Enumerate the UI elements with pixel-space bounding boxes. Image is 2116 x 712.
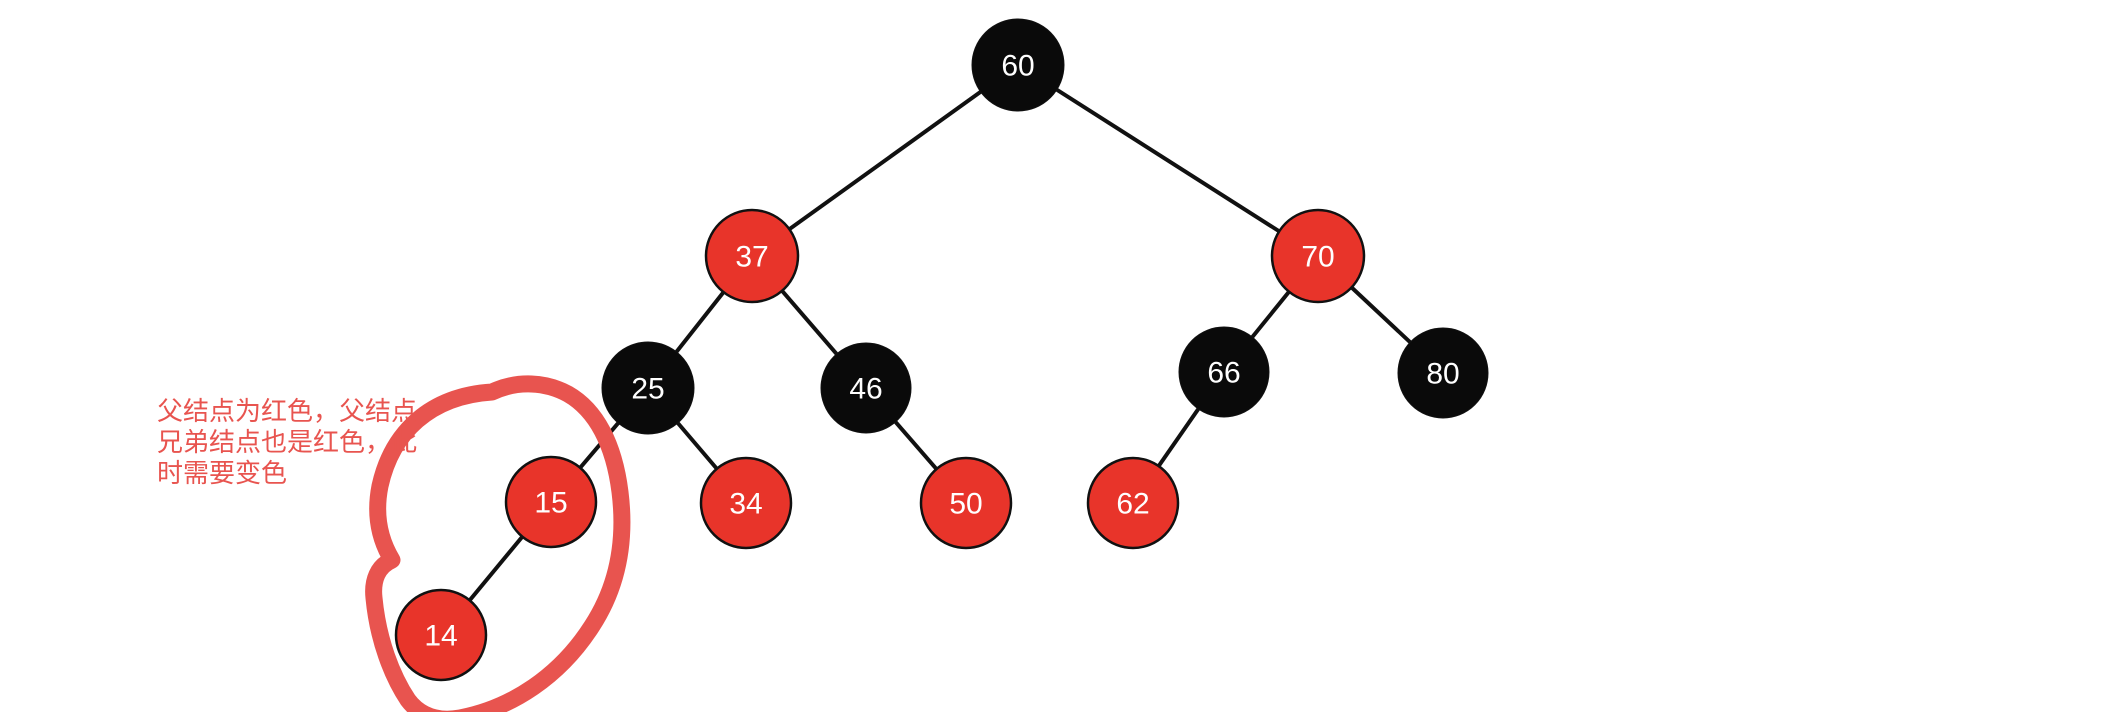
- annotation-text-layer: 父结点为红色，父结点 兄弟结点也是红色，此 时需要变色: [157, 397, 417, 489]
- node-label: 80: [1426, 358, 1459, 391]
- annotation-highlight-layer: [365, 375, 631, 712]
- node-circle: [1397, 327, 1489, 419]
- node-circle: [971, 18, 1065, 112]
- node-circle: [601, 341, 695, 435]
- hand-drawn-circle-annotation: [365, 375, 631, 712]
- node-circle: [394, 588, 488, 682]
- node-circle: [1086, 456, 1180, 550]
- tree-edge: [1016, 63, 1320, 258]
- annotation-line-1: 父结点为红色，父结点: [157, 397, 417, 427]
- node-label: 46: [849, 373, 882, 406]
- node-layer: 60 37 70 25 46 66 80 15 34 50 62 14: [394, 18, 1489, 682]
- tree-node-50[interactable]: 50: [919, 456, 1013, 550]
- node-label: 50: [949, 488, 982, 521]
- node-label: 66: [1207, 357, 1240, 390]
- tree-node-66[interactable]: 66: [1178, 326, 1270, 418]
- annotation-line-3: 时需要变色: [157, 459, 287, 489]
- node-circle: [699, 456, 793, 550]
- node-label: 34: [729, 488, 762, 521]
- tree-node-14[interactable]: 14: [394, 588, 488, 682]
- annotation-line-2: 兄弟结点也是红色，此: [157, 428, 417, 458]
- node-label: 60: [1001, 50, 1034, 83]
- tree-node-62[interactable]: 62: [1086, 456, 1180, 550]
- node-circle: [1270, 208, 1366, 304]
- tree-node-46[interactable]: 46: [820, 342, 912, 434]
- tree-node-60[interactable]: 60: [971, 18, 1065, 112]
- node-circle: [504, 455, 598, 549]
- tree-node-25[interactable]: 25: [601, 341, 695, 435]
- node-label: 37: [735, 241, 768, 274]
- tree-node-70[interactable]: 70: [1270, 208, 1366, 304]
- node-circle: [704, 208, 800, 304]
- tree-node-34[interactable]: 34: [699, 456, 793, 550]
- tree-node-80[interactable]: 80: [1397, 327, 1489, 419]
- tree-edge: [750, 63, 1020, 258]
- node-circle: [820, 342, 912, 434]
- node-label: 25: [631, 373, 664, 406]
- node-label: 62: [1116, 488, 1149, 521]
- node-label: 15: [534, 487, 567, 520]
- tree-node-15[interactable]: 15: [504, 455, 598, 549]
- node-circle: [1178, 326, 1270, 418]
- tree-node-37[interactable]: 37: [704, 208, 800, 304]
- node-circle: [919, 456, 1013, 550]
- node-label: 14: [424, 620, 457, 653]
- node-label: 70: [1301, 241, 1334, 274]
- edge-layer: [439, 63, 1445, 637]
